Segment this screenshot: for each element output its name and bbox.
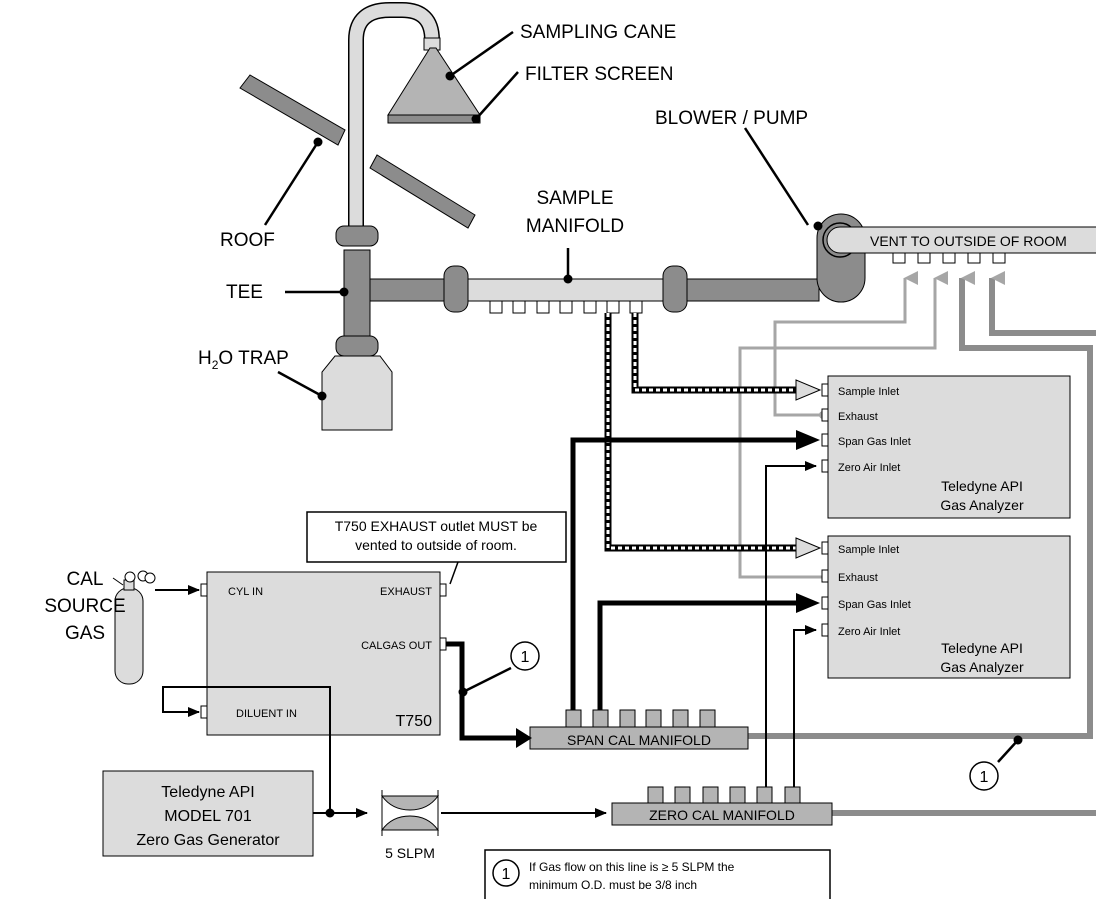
- analyzer1-name1: Teledyne API: [941, 478, 1023, 494]
- label-5-slpm: 5 SLPM: [385, 845, 435, 861]
- legend-note: [484, 849, 831, 899]
- label-span-cal-manifold: SPAN CAL MANIFOLD: [567, 732, 711, 748]
- zero-air-lines: [162, 461, 817, 818]
- analyzer2-port-zero: Zero Air Inlet: [838, 626, 900, 638]
- zero-cal-manifold: [611, 786, 833, 826]
- sample-manifold: [443, 265, 820, 314]
- zero-gen-line2: MODEL 701: [164, 808, 252, 825]
- label-roof: ROOF: [220, 230, 275, 251]
- analyzer-2: [821, 535, 1071, 679]
- exhaust-lines: [738, 271, 1096, 816]
- analyzer2-name2: Gas Analyzer: [940, 659, 1024, 675]
- analyzer2-port-exhaust: Exhaust: [838, 572, 878, 584]
- callout-1-num-a: 1: [521, 649, 530, 666]
- callout-1-circle-a: [510, 641, 540, 671]
- label-zero-cal-manifold: ZERO CAL MANIFOLD: [649, 807, 795, 823]
- analyzer2-port-span: Span Gas Inlet: [838, 599, 911, 611]
- t750-diluent-in: DILUENT IN: [236, 708, 297, 720]
- label-cal-source-1: CAL: [67, 569, 104, 590]
- flow-restrictor: [381, 790, 439, 836]
- roof: [239, 74, 476, 229]
- callout-1-num-b: 1: [980, 769, 989, 786]
- label-filter-screen: FILTER SCREEN: [525, 64, 674, 85]
- t750-box: [200, 571, 447, 736]
- label-blower-pump: BLOWER / PUMP: [655, 108, 808, 129]
- zero-gen-line3: Zero Gas Generator: [136, 832, 280, 849]
- sampling-cane: [348, 2, 481, 235]
- blower-pump: [816, 213, 1096, 303]
- t750-calgas-out: CALGAS OUT: [361, 640, 432, 652]
- exhaust-note: [306, 511, 567, 585]
- label-tee: TEE: [226, 282, 263, 303]
- t750-cyl-in: CYL IN: [228, 586, 263, 598]
- callout-1-circle-b: [969, 761, 999, 791]
- label-sample-manifold-1: SAMPLE: [536, 188, 613, 209]
- analyzer1-port-zero: Zero Air Inlet: [838, 462, 900, 474]
- zero-gen-line1: Teledyne API: [161, 784, 254, 801]
- label-vent: VENT TO OUTSIDE OF ROOM: [870, 233, 1067, 249]
- tee-assembly: [321, 225, 451, 431]
- sample-lines: [604, 313, 822, 559]
- exhaust-note-line1: T750 EXHAUST outlet MUST be: [335, 518, 538, 534]
- label-h2o-trap: H2O TRAP: [198, 348, 289, 372]
- analyzer1-name2: Gas Analyzer: [940, 497, 1024, 513]
- gas-cylinder: [112, 570, 156, 685]
- legend-note-line2: minimum O.D. must be 3/8 inch: [529, 878, 697, 892]
- analyzer2-name1: Teledyne API: [941, 640, 1023, 656]
- analyzer-1: [821, 375, 1071, 519]
- analyzer1-port-exhaust: Exhaust: [838, 411, 878, 423]
- span-cal-manifold: [529, 709, 749, 750]
- exhaust-note-line2: vented to outside of room.: [355, 537, 517, 553]
- leader-lines: [263, 30, 1019, 763]
- leader-dots: [313, 71, 1023, 745]
- analyzer1-port-span: Span Gas Inlet: [838, 436, 911, 448]
- analyzer1-port-sample: Sample Inlet: [838, 386, 899, 398]
- t750-name: T750: [396, 713, 433, 730]
- label-cal-source-3: GAS: [65, 623, 105, 644]
- legend-note-num: 1: [502, 866, 511, 883]
- label-cal-source-2: SOURCE: [44, 596, 125, 617]
- legend-note-line1: If Gas flow on this line is ≥ 5 SLPM the: [529, 860, 735, 874]
- label-sample-manifold-2: MANIFOLD: [526, 216, 624, 237]
- span-lines: [446, 430, 820, 748]
- t750-exhaust: EXHAUST: [380, 586, 432, 598]
- label-sampling-cane: SAMPLING CANE: [520, 22, 676, 43]
- analyzer2-port-sample: Sample Inlet: [838, 544, 899, 556]
